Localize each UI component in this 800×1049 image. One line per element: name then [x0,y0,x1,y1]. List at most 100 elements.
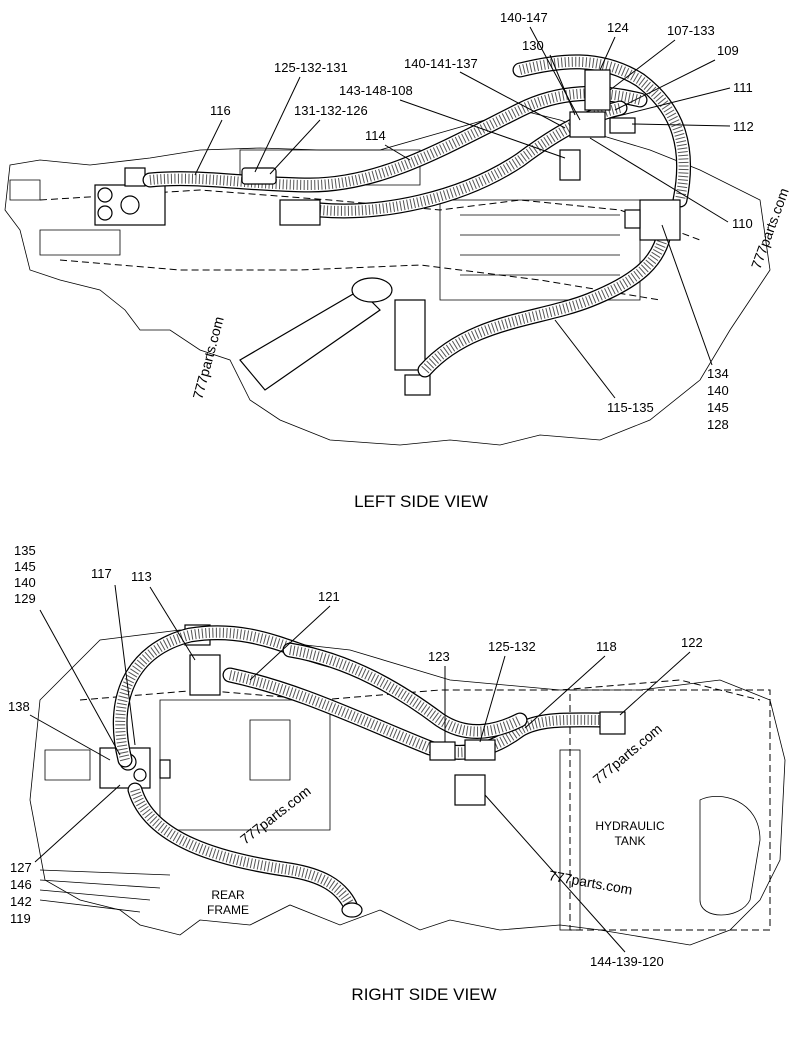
callout: 140 [707,383,729,398]
callout: 142 [10,894,32,909]
callout: 109 [717,43,739,58]
left-pump-134 [639,199,681,241]
left-fitting [97,187,113,203]
leader-line [114,584,136,746]
leader-line [631,123,731,127]
rear-frame-label: REAR [211,888,245,902]
callout: 140-141-137 [404,56,478,71]
callout: 129 [14,591,36,606]
right-hose-121 [222,667,608,760]
callout: 115-135 [607,400,654,415]
hydraulic-tank-label: HYDRAULIC [595,819,665,833]
leader-line [614,59,716,111]
leader-line [194,119,223,176]
right-valve-113 [189,654,221,696]
callout: 145 [14,559,36,574]
callout: 122 [681,635,703,650]
right-hose-119 [127,782,358,913]
callout: 107-133 [667,23,715,38]
right-end-block [44,749,91,781]
callout: 135 [14,543,36,558]
leader-line [609,39,676,91]
leader-line [249,605,331,681]
right-side-view: HYDRAULIC TANK REAR FRAME 135 145 140 12… [8,543,786,1004]
callout: 116 [210,103,231,118]
leader-line [459,71,566,129]
left-clip [404,374,431,396]
callout: 124 [607,20,629,35]
watermark: 777parts.com [189,315,226,401]
right-fitting-125-132 [464,739,496,761]
callout: 113 [131,569,152,584]
right-fitting-122 [599,711,626,735]
callout: 114 [365,128,386,143]
right-hose-end [341,902,363,918]
right-tank-outline [569,689,771,931]
left-fitting-112 [609,117,636,134]
left-fitting [120,195,140,215]
leader-line [484,794,626,953]
leader-line [269,119,321,175]
callout: 143-148-108 [339,83,413,98]
callout: 121 [318,589,340,604]
left-hidden-line-2 [59,259,661,301]
leader-line [609,87,731,119]
left-pipe-opening [351,277,393,303]
leader-line [549,54,576,116]
leader-line [661,224,713,366]
callout: 145 [707,400,729,415]
leader-line [39,609,121,756]
left-engine-top [239,149,421,186]
right-tank-cap [699,796,761,916]
left-block-lines [460,214,620,276]
left-side-view: 140-147 124 107-133 130 109 140-141-137 … [4,10,792,511]
left-frame-block [39,229,121,256]
left-hose-upper [512,54,692,208]
leader-line [399,99,566,159]
right-fitting-123 [429,741,456,761]
callout: 123 [428,649,450,664]
callout: 125-132-131 [274,60,348,75]
callout: 110 [732,216,753,231]
left-side-view-title: LEFT SIDE VIEW [354,492,488,511]
right-tank-side [559,749,581,931]
callout: 127 [10,860,32,875]
left-pump-port [624,209,641,229]
callout: 146 [10,877,32,892]
leader-line [554,319,616,399]
leader-line [589,137,729,223]
leader-line [524,655,606,729]
left-hose-116 [142,85,648,193]
left-bracket [394,299,426,371]
right-manifold-port [159,759,171,779]
leader-line [149,586,196,661]
left-end-bracket [9,179,41,201]
left-clamp [279,199,321,226]
callout: 134 [707,366,729,381]
leader-line [529,26,581,121]
left-fitting-cap [124,167,146,187]
left-valve-124 [584,69,611,111]
callout: 112 [733,119,754,134]
left-hose-115-135 [417,222,673,378]
callout: 144-139-120 [590,954,664,969]
callout: 140-147 [500,10,548,25]
right-bracket [454,774,486,806]
right-hose-upper [282,642,528,740]
right-valve-body [249,719,291,781]
callout: 138 [8,699,30,714]
leader-line [34,784,121,863]
left-fitting-131 [241,167,277,185]
left-fitting-108 [559,149,581,181]
leader-line [384,144,411,161]
callout: 140 [14,575,36,590]
right-frame-box [159,699,331,831]
left-tee [569,111,606,138]
callout: 125-132 [488,639,536,654]
leader-line [254,76,301,173]
left-pipe [239,289,381,391]
left-transmission-block [439,199,641,301]
watermark: 777parts.com [237,783,314,848]
callout: 131-132-126 [294,103,368,118]
